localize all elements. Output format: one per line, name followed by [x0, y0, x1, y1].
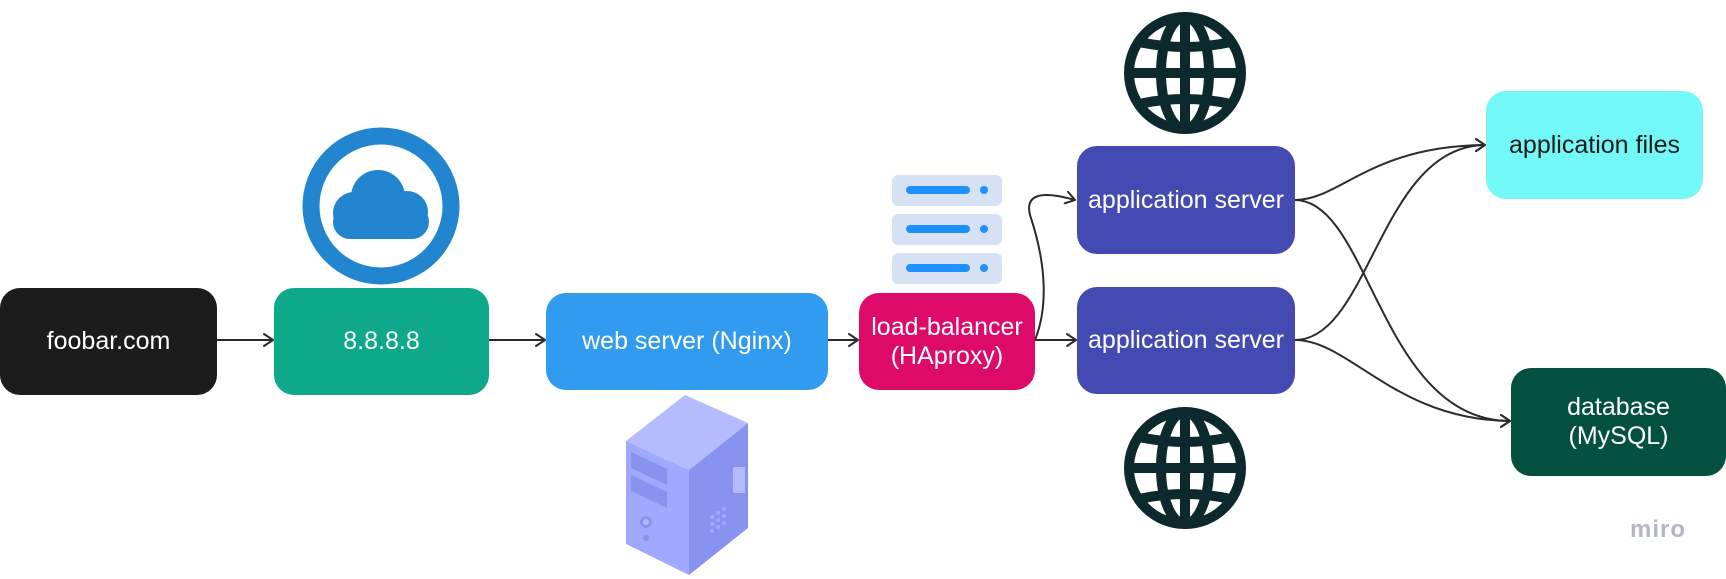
- node-web-server[interactable]: web server (Nginx): [546, 293, 828, 390]
- node-database[interactable]: database (MySQL): [1511, 368, 1726, 476]
- globe-icon: [1124, 12, 1246, 134]
- globe-icon: [1124, 407, 1246, 529]
- node-app-server-1-label: application server: [1088, 185, 1284, 214]
- node-app-server-2[interactable]: application server: [1077, 287, 1295, 394]
- connector-group: [217, 138, 1511, 428]
- node-database-label-line2: (MySQL): [1568, 422, 1669, 450]
- node-load-balancer-label-line1: load-balancer: [871, 312, 1023, 341]
- node-web-server-label: web server (Nginx): [582, 327, 792, 355]
- node-domain-label: foobar.com: [46, 327, 171, 355]
- node-database-label-line1: database: [1567, 393, 1670, 421]
- server-rack-icon: [892, 175, 1002, 284]
- edge-appserver-1-to-database: [1294, 199, 1511, 428]
- node-load-balancer-label-line2: (HAproxy): [890, 341, 1004, 370]
- node-app-server-1[interactable]: application server: [1077, 146, 1295, 254]
- edge-appserver-2-to-appfiles: [1294, 138, 1486, 341]
- node-app-files-label: application files: [1509, 130, 1680, 159]
- node-domain[interactable]: foobar.com: [0, 288, 217, 395]
- node-load-balancer[interactable]: load-balancer (HAproxy): [859, 293, 1035, 390]
- edge-appserver-2-to-database: [1294, 339, 1511, 428]
- computer-tower-icon: [626, 395, 748, 575]
- miro-watermark: miro: [1630, 516, 1687, 543]
- node-dns-ip[interactable]: 8.8.8.8: [274, 288, 489, 395]
- node-app-files[interactable]: application files: [1486, 91, 1703, 199]
- node-app-server-2-label: application server: [1088, 326, 1284, 354]
- edge-appserver-1-to-appfiles: [1294, 138, 1486, 201]
- node-dns-ip-label: 8.8.8.8: [343, 327, 420, 355]
- cloud-icon: [302, 127, 460, 285]
- edge-loadbalancer-to-appserver-1: [1028, 190, 1076, 341]
